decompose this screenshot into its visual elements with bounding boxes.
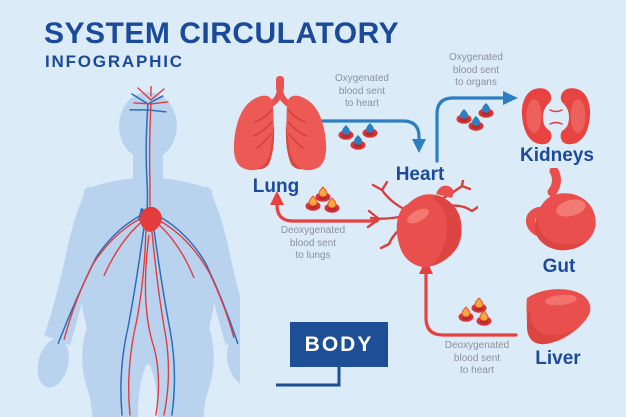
heart-icon bbox=[366, 180, 478, 268]
oxygenated-blood-cells-1 bbox=[338, 123, 378, 150]
annotation-deoxygenated-to-heart: Deoxygenated blood sent to heart bbox=[445, 340, 510, 378]
annotation-line: Oxygenated bbox=[449, 52, 503, 63]
arteries-lines bbox=[63, 86, 235, 416]
deoxygenated-blood-cells-2 bbox=[458, 297, 492, 327]
annotation-line: Oxygenated bbox=[335, 73, 389, 84]
arrow-lung-to-heart bbox=[315, 119, 426, 153]
body-box-label: BODY bbox=[304, 332, 374, 356]
arrow-heart-to-organs bbox=[435, 91, 518, 163]
body-box: BODY bbox=[290, 322, 388, 367]
arrow-liver-to-heart bbox=[419, 259, 518, 337]
annotation-line: blood sent bbox=[453, 352, 501, 364]
annotation-line: to organs bbox=[455, 77, 497, 88]
page-subtitle: INFOGRAPHIC bbox=[45, 52, 184, 71]
heart-label: Heart bbox=[395, 164, 445, 185]
body-box-connector-line bbox=[276, 366, 341, 387]
annotation-line: blood sent bbox=[289, 237, 337, 249]
liver-icon bbox=[526, 289, 591, 345]
annotation-line: to heart bbox=[345, 98, 379, 109]
annotation-deoxygenated-to-lungs: Deoxygenated blood sent to lungs bbox=[281, 225, 346, 263]
lungs-icon bbox=[233, 76, 327, 171]
oxygenated-blood-cells-2 bbox=[456, 103, 494, 131]
annotation-line: to lungs bbox=[295, 250, 331, 261]
kidneys-label: Kidneys bbox=[520, 145, 594, 166]
gut-label: Gut bbox=[542, 256, 576, 277]
chest-heart-icon bbox=[137, 206, 162, 232]
annotation-line: Deoxygenated bbox=[444, 340, 510, 351]
annotation-line: Deoxygenated bbox=[280, 225, 346, 236]
veins-lines bbox=[57, 93, 239, 416]
annotation-oxygenated-to-organs: Oxygenated blood sent to organs bbox=[449, 52, 503, 90]
stomach-icon bbox=[526, 168, 596, 251]
lung-label: Lung bbox=[252, 176, 300, 197]
deoxygenated-blood-cells-1 bbox=[305, 186, 340, 214]
annotation-oxygenated-to-heart: Oxygenated blood sent to heart bbox=[335, 73, 389, 111]
liver-label: Liver bbox=[535, 348, 581, 369]
human-body-circulatory-icon bbox=[37, 86, 240, 417]
annotation-line: to heart bbox=[460, 365, 494, 376]
page-title: SYSTEM CIRCULATORY bbox=[44, 17, 400, 50]
annotation-line: blood sent bbox=[452, 64, 500, 76]
kidneys-icon bbox=[521, 88, 591, 145]
annotation-line: blood sent bbox=[338, 85, 386, 97]
